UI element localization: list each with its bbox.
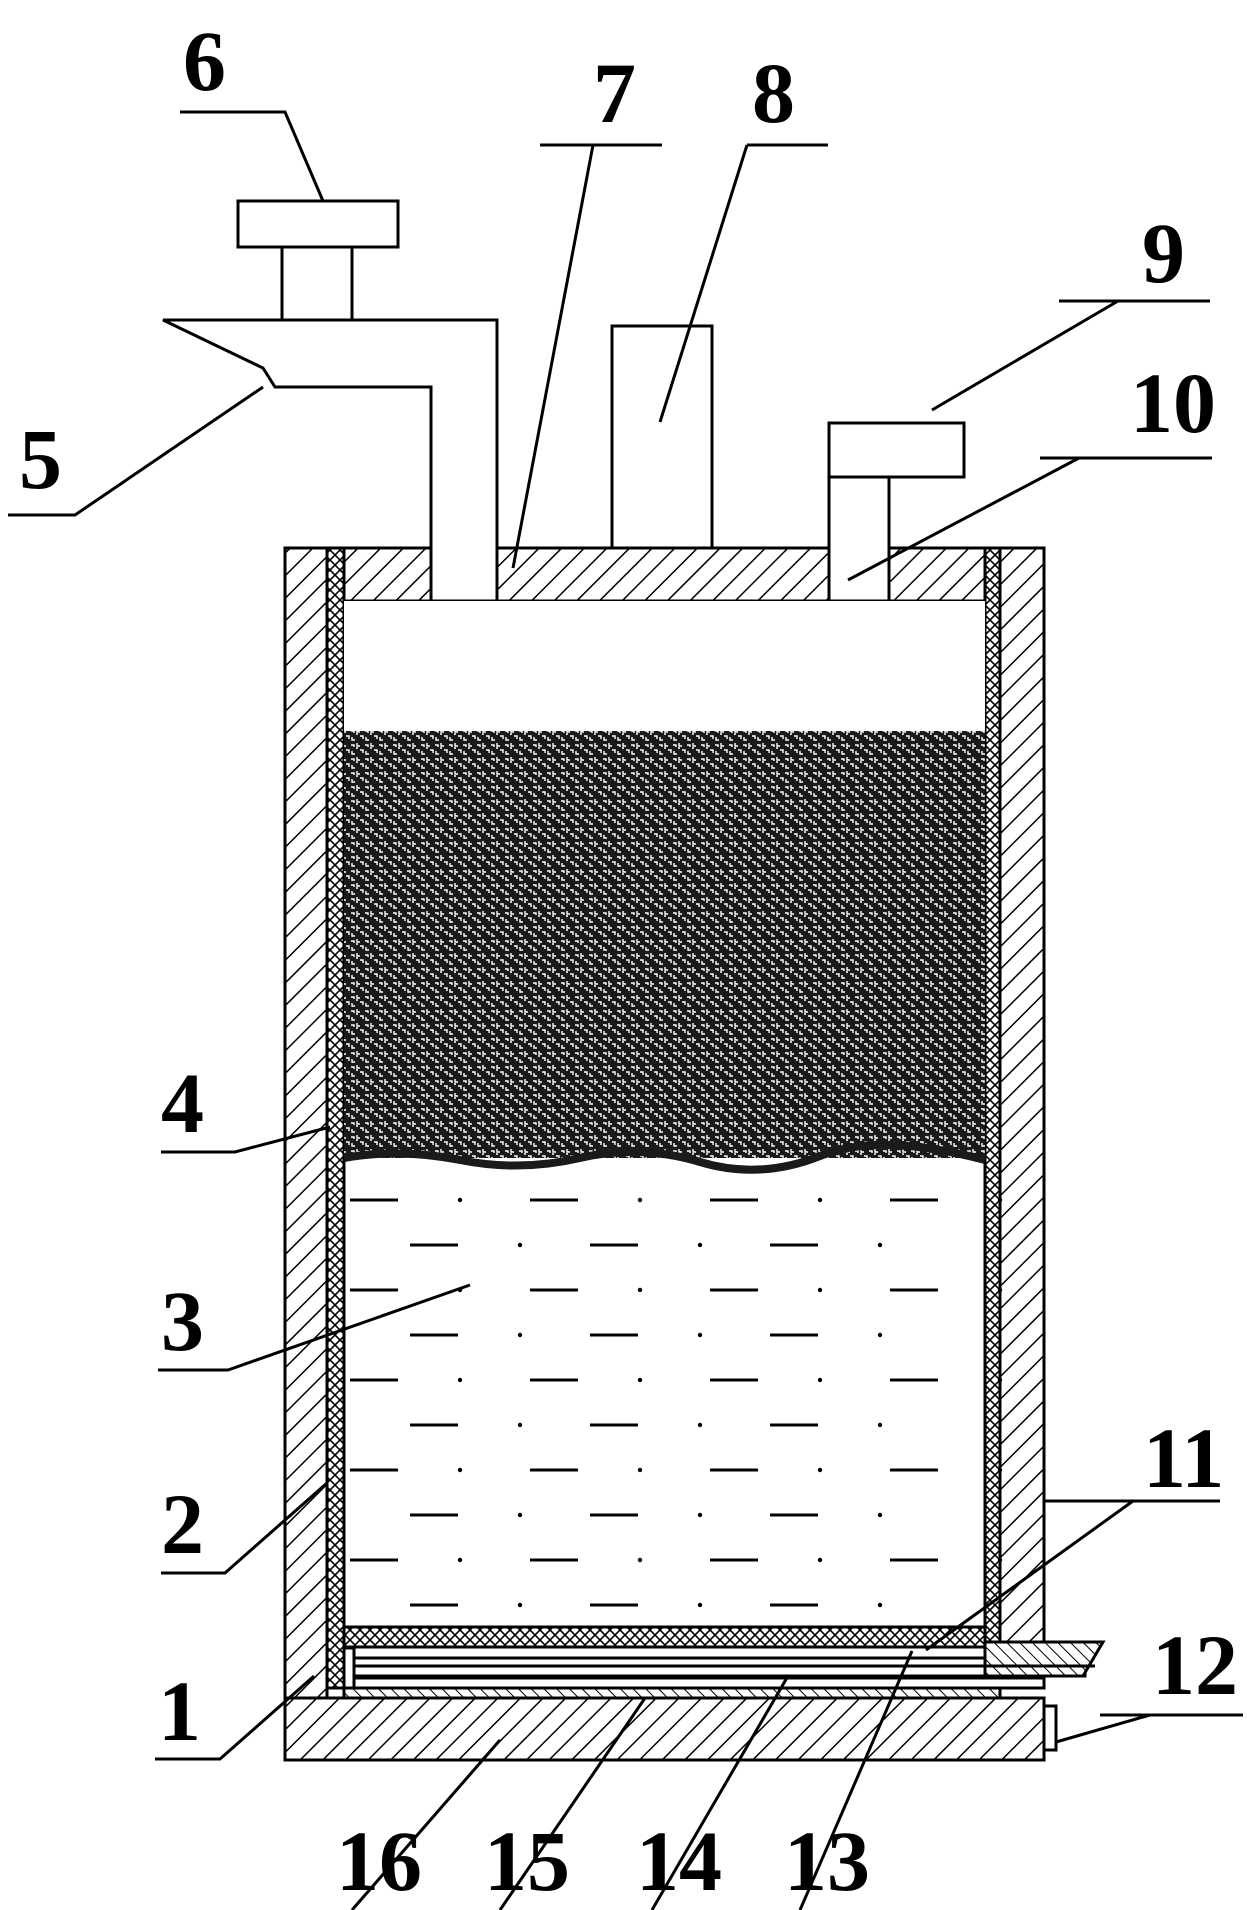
label-1: 1 [158, 1663, 201, 1759]
liquid-dot [457, 1197, 463, 1203]
liquid-dot [517, 1332, 523, 1338]
liquid-dot [517, 1242, 523, 1248]
label-14: 14 [636, 1813, 722, 1909]
liquid-dot [817, 1197, 823, 1203]
part-number-labels: 6 7 8 9 10 5 4 3 2 11 1 12 16 15 14 13 [19, 13, 1238, 1909]
liquid-dot [877, 1242, 883, 1248]
liquid-dot [817, 1377, 823, 1383]
label-11: 11 [1143, 1410, 1224, 1506]
liquid-dot [517, 1512, 523, 1518]
liquid-dot [877, 1422, 883, 1428]
liquid-dot [877, 1512, 883, 1518]
liquid-dot [457, 1467, 463, 1473]
outer-housing [283, 546, 1046, 1700]
central-rod [610, 324, 714, 550]
liquid-dot [637, 1197, 643, 1203]
label-13: 13 [784, 1813, 870, 1909]
liquid-dot [697, 1332, 703, 1338]
liquid-dot [997, 1557, 1003, 1563]
label-10: 10 [1130, 355, 1216, 451]
label-15: 15 [484, 1813, 570, 1909]
liquid-dot [457, 1557, 463, 1563]
liquid-dot [877, 1602, 883, 1608]
filter-media-edge [343, 1140, 987, 1174]
label-6: 6 [183, 13, 226, 109]
liquid-dot [997, 1197, 1003, 1203]
liquid-dot [997, 1287, 1003, 1293]
liquid-dot [997, 1377, 1003, 1383]
label-3: 3 [161, 1273, 204, 1369]
leader-lines [8, 110, 1243, 1910]
liquid-dot [637, 1287, 643, 1293]
liquid-dot [517, 1422, 523, 1428]
label-2: 2 [161, 1476, 204, 1572]
liquid-dot [697, 1242, 703, 1248]
liquid-dot [877, 1332, 883, 1338]
air-space [344, 601, 985, 731]
filter-media-layer [344, 731, 985, 1158]
label-8: 8 [752, 45, 795, 141]
liquid-dot [997, 1467, 1003, 1473]
label-12: 12 [1152, 1617, 1238, 1713]
liquid-dot [697, 1512, 703, 1518]
liquid-dot [517, 1602, 523, 1608]
outlet-pipe-with-cap [827, 421, 966, 603]
liquid-dot [817, 1467, 823, 1473]
liquid-dot [637, 1467, 643, 1473]
bottom-assembly [283, 1625, 1106, 1762]
label-7: 7 [593, 45, 636, 141]
liquid-dot [457, 1377, 463, 1383]
label-16: 16 [336, 1813, 422, 1909]
liquid-dot [697, 1422, 703, 1428]
liquid-zone [350, 1197, 1003, 1608]
feed-pipe-with-hopper [162, 199, 499, 603]
liquid-dot [637, 1557, 643, 1563]
label-9: 9 [1142, 205, 1185, 301]
liquid-dot [817, 1557, 823, 1563]
label-5: 5 [19, 411, 62, 507]
liquid-dot [697, 1602, 703, 1608]
liquid-dot [637, 1377, 643, 1383]
label-4: 4 [161, 1055, 204, 1151]
liquid-dot [817, 1287, 823, 1293]
